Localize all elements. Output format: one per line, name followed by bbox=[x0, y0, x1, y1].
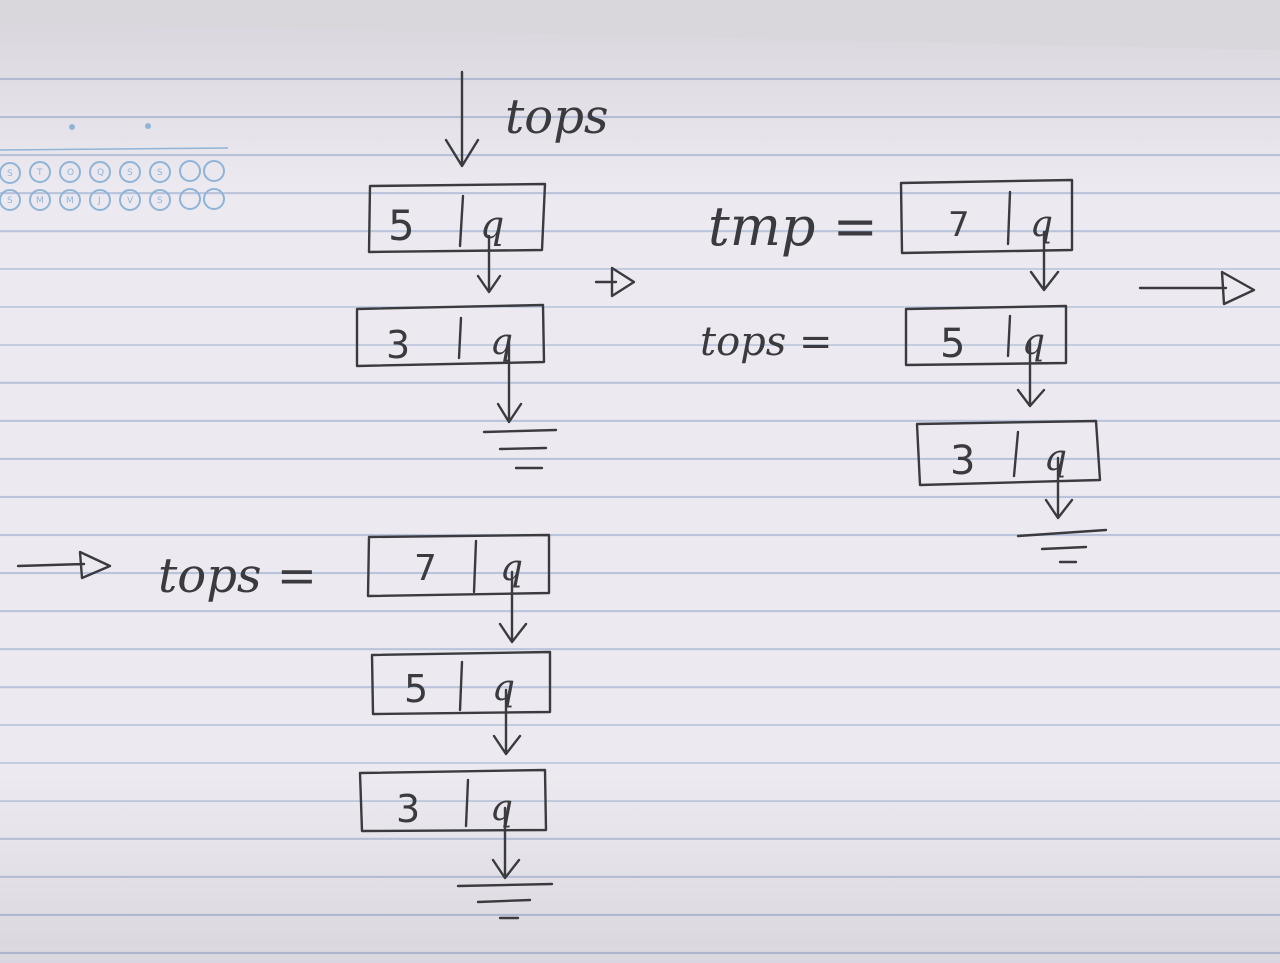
node-link: q bbox=[500, 548, 523, 589]
tmp-node: 7 q bbox=[899, 178, 1074, 255]
node-value: 7 bbox=[414, 548, 437, 589]
diagram-final-stack: tops = 7 q 5 q 3 q bbox=[158, 533, 554, 920]
notebook-paper bbox=[0, 22, 1280, 963]
link-arrow bbox=[496, 338, 523, 424]
node-link: q bbox=[490, 788, 513, 829]
node-value: 5 bbox=[940, 321, 965, 367]
stack-node: 3 q bbox=[915, 419, 1102, 487]
diagram-initial-stack: tops 5 q 3 q bbox=[355, 70, 609, 470]
link-arrow bbox=[491, 806, 521, 880]
node-divider bbox=[1006, 314, 1012, 358]
tops-pointer-arrow bbox=[444, 70, 480, 168]
node-box bbox=[904, 304, 1068, 367]
transition-arrow bbox=[1138, 270, 1256, 306]
link-arrow bbox=[476, 234, 502, 294]
printed-letter: S bbox=[7, 169, 13, 179]
tops-equals-label: tops = bbox=[158, 548, 317, 604]
stack-node: 3 q bbox=[355, 303, 546, 368]
node-box bbox=[358, 768, 548, 833]
link-arrow bbox=[1044, 456, 1074, 520]
node-box bbox=[899, 178, 1074, 255]
node-value: 5 bbox=[388, 201, 415, 250]
node-box bbox=[915, 419, 1102, 487]
node-box bbox=[370, 650, 552, 716]
printed-circle-row-1: S T O Q S S bbox=[0, 160, 225, 184]
diagram-push-step: tmp = 7 q tops = 5 q 3 q bbox=[700, 178, 1108, 564]
printed-letter: J bbox=[97, 196, 101, 206]
printed-day-selector: S T O Q S S S M M J V S bbox=[0, 123, 229, 211]
null-ground-symbol bbox=[456, 882, 554, 920]
node-divider bbox=[458, 660, 464, 712]
node-divider bbox=[464, 778, 470, 828]
printed-letter: Q bbox=[97, 168, 104, 178]
node-link: q bbox=[490, 322, 513, 363]
stack-node: 7 q bbox=[366, 533, 551, 598]
tmp-equals-label: tmp = bbox=[708, 195, 878, 258]
node-value: 3 bbox=[950, 438, 975, 484]
null-ground-symbol bbox=[482, 428, 558, 470]
link-arrow bbox=[492, 688, 522, 756]
link-arrow bbox=[1029, 230, 1060, 292]
stack-node: 5 q bbox=[904, 304, 1068, 367]
printed-letter: T bbox=[36, 168, 43, 178]
node-value: 5 bbox=[404, 667, 428, 711]
transition-arrow bbox=[16, 550, 112, 580]
node-value: 3 bbox=[396, 787, 420, 831]
printed-letter: S bbox=[127, 168, 133, 178]
link-arrow bbox=[1016, 340, 1046, 408]
printed-letter: M bbox=[66, 196, 74, 206]
node-divider bbox=[457, 316, 463, 360]
node-divider bbox=[1006, 190, 1012, 246]
printed-letter: S bbox=[157, 168, 163, 178]
node-value: 3 bbox=[386, 323, 410, 367]
printed-letter: S bbox=[157, 196, 163, 206]
node-link: q bbox=[480, 203, 504, 247]
printed-circle-row-2: S M M J V S bbox=[0, 188, 225, 211]
node-box bbox=[355, 303, 546, 368]
tops-equals-label: tops = bbox=[700, 319, 833, 365]
node-divider bbox=[458, 194, 465, 248]
stack-node: 3 q bbox=[358, 768, 548, 833]
printed-letter: S bbox=[7, 196, 13, 206]
printed-letter: M bbox=[36, 196, 44, 206]
node-value: 7 bbox=[948, 205, 970, 245]
transition-arrow bbox=[594, 266, 636, 298]
node-box bbox=[367, 182, 547, 254]
stack-node: 5 q bbox=[367, 182, 547, 254]
tops-pointer-label: tops bbox=[505, 89, 609, 145]
node-link: q bbox=[492, 668, 515, 709]
link-arrow bbox=[498, 570, 528, 644]
stack-node: 5 q bbox=[370, 650, 552, 716]
node-link: q bbox=[1044, 438, 1067, 479]
node-link: q bbox=[1030, 204, 1053, 245]
node-divider bbox=[472, 539, 478, 594]
node-box bbox=[366, 533, 551, 598]
node-link: q bbox=[1022, 322, 1045, 363]
printed-letter: O bbox=[67, 168, 74, 178]
node-divider bbox=[1012, 430, 1020, 478]
null-ground-symbol bbox=[1016, 528, 1108, 564]
printed-letter: V bbox=[127, 196, 134, 206]
